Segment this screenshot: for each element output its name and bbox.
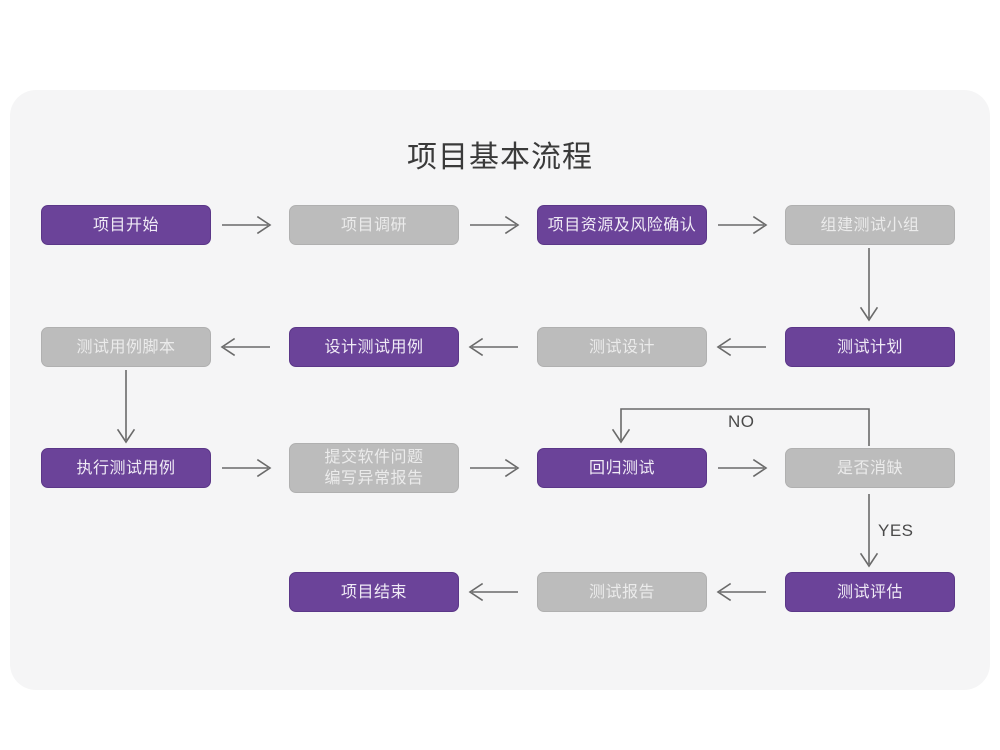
- node-test-plan[interactable]: 测试计划: [785, 327, 955, 367]
- node-project-end[interactable]: 项目结束: [289, 572, 459, 612]
- node-resource-risk-confirm[interactable]: 项目资源及风险确认: [537, 205, 707, 245]
- page-title: 项目基本流程: [407, 141, 593, 174]
- edge-label-yes: YES: [878, 521, 914, 540]
- node-test-design[interactable]: 测试设计: [537, 327, 707, 367]
- node-regression-test[interactable]: 回归测试: [537, 448, 707, 488]
- node-submit-defect-report[interactable]: 提交软件问题 编写异常报告: [289, 443, 459, 493]
- node-test-case-script[interactable]: 测试用例脚本: [41, 327, 211, 367]
- node-defect-cleared-decision[interactable]: 是否消缺: [785, 448, 955, 488]
- node-test-report[interactable]: 测试报告: [537, 572, 707, 612]
- node-project-research[interactable]: 项目调研: [289, 205, 459, 245]
- node-design-test-case[interactable]: 设计测试用例: [289, 327, 459, 367]
- node-build-test-team[interactable]: 组建测试小组: [785, 205, 955, 245]
- node-project-start[interactable]: 项目开始: [41, 205, 211, 245]
- edge-label-no: NO: [728, 412, 755, 431]
- node-execute-test-case[interactable]: 执行测试用例: [41, 448, 211, 488]
- node-test-evaluation[interactable]: 测试评估: [785, 572, 955, 612]
